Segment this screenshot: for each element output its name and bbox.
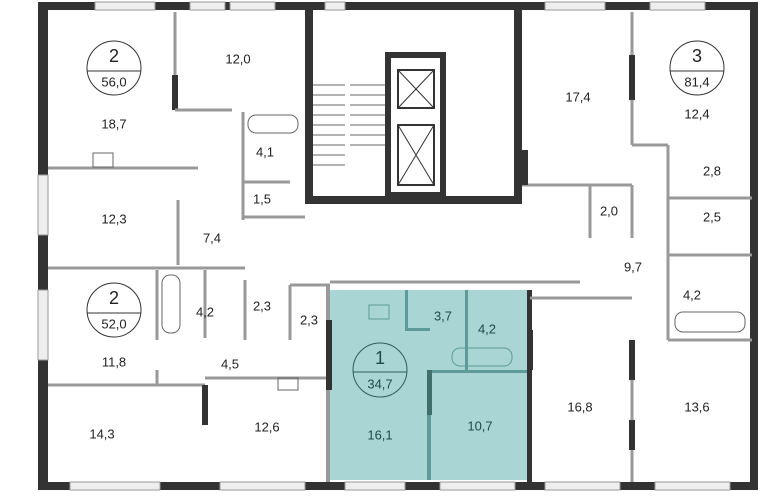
room-area: 7,4 xyxy=(203,230,221,245)
rooms-count: 2 xyxy=(109,46,119,66)
elevator-icon xyxy=(397,124,435,186)
room-area: 4,5 xyxy=(221,356,239,371)
room-area: 2,3 xyxy=(300,312,318,327)
room-area: 2,3 xyxy=(253,298,271,313)
room-area: 3,7 xyxy=(434,308,452,323)
fixtures xyxy=(92,114,746,391)
room-area: 4,1 xyxy=(256,144,274,159)
room-area: 10,7 xyxy=(467,418,492,433)
bathtub-icon xyxy=(161,274,181,334)
room-area: 2,5 xyxy=(703,209,721,224)
sink-icon xyxy=(368,304,390,320)
apartment-badge[interactable]: 2 52,0 xyxy=(86,282,142,338)
room-area: 16,1 xyxy=(367,427,392,442)
interior-walls xyxy=(48,12,752,482)
stair-core xyxy=(305,10,522,204)
room-labels: 18,7 12,0 4,1 1,5 7,4 12,3 17,4 12,4 2,8… xyxy=(89,51,721,442)
sink-icon xyxy=(277,377,299,391)
apartment-badge[interactable]: 3 81,4 xyxy=(669,40,725,96)
room-area: 1,5 xyxy=(253,191,271,206)
bathtub-icon xyxy=(247,114,299,134)
room-area: 17,4 xyxy=(565,89,590,104)
rooms-count: 1 xyxy=(375,348,385,368)
room-area: 14,3 xyxy=(89,426,114,441)
apartment-badge[interactable]: 2 56,0 xyxy=(86,40,142,96)
room-area: 16,8 xyxy=(567,399,592,414)
total-area: 56,0 xyxy=(101,74,126,89)
outer-walls xyxy=(37,1,758,491)
bathtub-icon xyxy=(674,311,746,333)
room-area: 4,2 xyxy=(196,304,214,319)
sink-icon xyxy=(92,152,114,168)
room-area: 12,3 xyxy=(101,211,126,226)
room-area: 12,4 xyxy=(684,106,709,121)
room-area: 9,7 xyxy=(624,259,642,274)
rooms-count: 2 xyxy=(109,288,119,308)
room-area: 18,7 xyxy=(101,116,126,131)
room-area: 4,2 xyxy=(683,287,701,302)
bathtub-icon xyxy=(451,347,513,367)
room-area: 2,0 xyxy=(600,203,618,218)
apartment-1-highlight[interactable] xyxy=(330,290,527,480)
elevator-icon xyxy=(397,69,435,109)
total-area: 34,7 xyxy=(367,376,392,391)
total-area: 81,4 xyxy=(684,74,709,89)
rooms-count: 3 xyxy=(692,46,702,66)
room-area: 2,8 xyxy=(703,163,721,178)
apartment-badge[interactable]: 1 34,7 xyxy=(352,342,408,398)
total-area: 52,0 xyxy=(101,316,126,331)
room-area: 13,6 xyxy=(684,399,709,414)
room-area: 12,0 xyxy=(225,51,250,66)
room-area: 4,2 xyxy=(478,321,496,336)
room-area: 11,8 xyxy=(102,354,126,369)
room-area: 12,6 xyxy=(254,419,279,434)
